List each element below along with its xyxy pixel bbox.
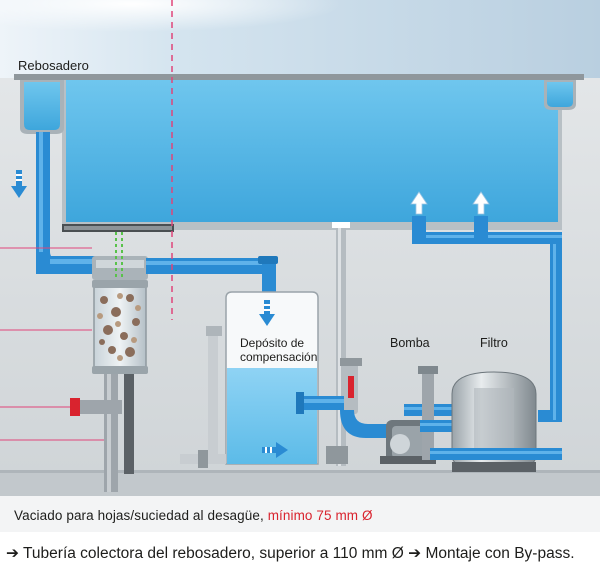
- label-deposito-line1: Depósito de: [240, 336, 305, 350]
- label-rebosadero: Rebosadero: [18, 58, 89, 73]
- label-deposito-line2: compensación: [240, 350, 318, 364]
- footer-part1: Tubería colectora del rebosadero, superi…: [23, 545, 404, 562]
- label-filtro: Filtro: [480, 336, 508, 350]
- arrow-icon: ➔: [6, 545, 19, 562]
- label-deposito: Depósito de compensación: [240, 336, 317, 364]
- caption-text: Vaciado para hojas/suciedad al desagüe,: [14, 508, 264, 523]
- label-bomba: Bomba: [390, 336, 430, 350]
- pool-water: [66, 80, 558, 222]
- footer-notes: ➔ Tubería colectora del rebosadero, supe…: [6, 544, 575, 563]
- arrow-icon: ➔: [408, 545, 422, 562]
- footer-part2: Montaje con By-pass.: [425, 545, 575, 562]
- caption-highlight: mínimo 75 mm Ø: [267, 508, 373, 523]
- drain-caption: Vaciado para hojas/suciedad al desagüe, …: [14, 508, 373, 523]
